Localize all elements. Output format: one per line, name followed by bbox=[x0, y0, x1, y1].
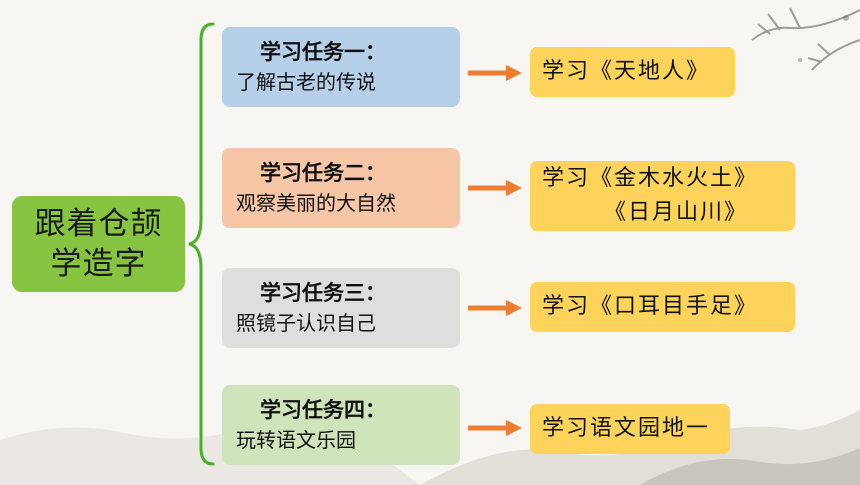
arrow-right-icon bbox=[468, 300, 522, 316]
task-subtitle-2: 观察美丽的大自然 bbox=[236, 191, 396, 215]
green-brace-connector bbox=[188, 22, 215, 466]
task-title-4: 学习任务四： bbox=[260, 397, 386, 422]
root-topic-line2: 学造字 bbox=[50, 246, 147, 282]
result-text-2a: 学习《金木水火土》 bbox=[542, 166, 759, 191]
root-topic-line1: 跟着仓颉 bbox=[34, 206, 163, 242]
result-text-1: 学习《天地人》 bbox=[542, 59, 711, 84]
result-box-3: 学习《口耳目手足》 bbox=[530, 282, 795, 332]
task-box-1: 学习任务一： 了解古老的传说 bbox=[222, 27, 460, 107]
result-text-3: 学习《口耳目手足》 bbox=[542, 294, 759, 319]
task-box-2: 学习任务二： 观察美丽的大自然 bbox=[222, 148, 460, 228]
arrow-right-icon bbox=[468, 65, 522, 81]
result-text-4: 学习语文园地一 bbox=[542, 416, 711, 441]
task-title-1: 学习任务一： bbox=[260, 39, 386, 64]
result-text-2b: 《日月山川》 bbox=[604, 200, 749, 225]
arrow-right-icon bbox=[468, 420, 522, 436]
task-box-4: 学习任务四： 玩转语文乐园 bbox=[222, 385, 460, 465]
task-box-3: 学习任务三： 照镜子认识自己 bbox=[222, 268, 460, 348]
pine-branch-decoration bbox=[751, 7, 860, 71]
result-box-2: 学习《金木水火土》 《日月山川》 bbox=[530, 161, 795, 231]
arrow-right-icon bbox=[468, 180, 522, 196]
task-title-2: 学习任务二： bbox=[260, 160, 386, 185]
result-box-4: 学习语文园地一 bbox=[530, 404, 730, 454]
task-subtitle-3: 照镜子认识自己 bbox=[236, 311, 376, 335]
task-subtitle-4: 玩转语文乐园 bbox=[236, 428, 356, 452]
task-title-3: 学习任务三： bbox=[260, 280, 386, 305]
root-topic-box: 跟着仓颉 学造字 bbox=[12, 196, 185, 292]
result-box-1: 学习《天地人》 bbox=[530, 47, 735, 97]
task-subtitle-1: 了解古老的传说 bbox=[236, 70, 376, 94]
